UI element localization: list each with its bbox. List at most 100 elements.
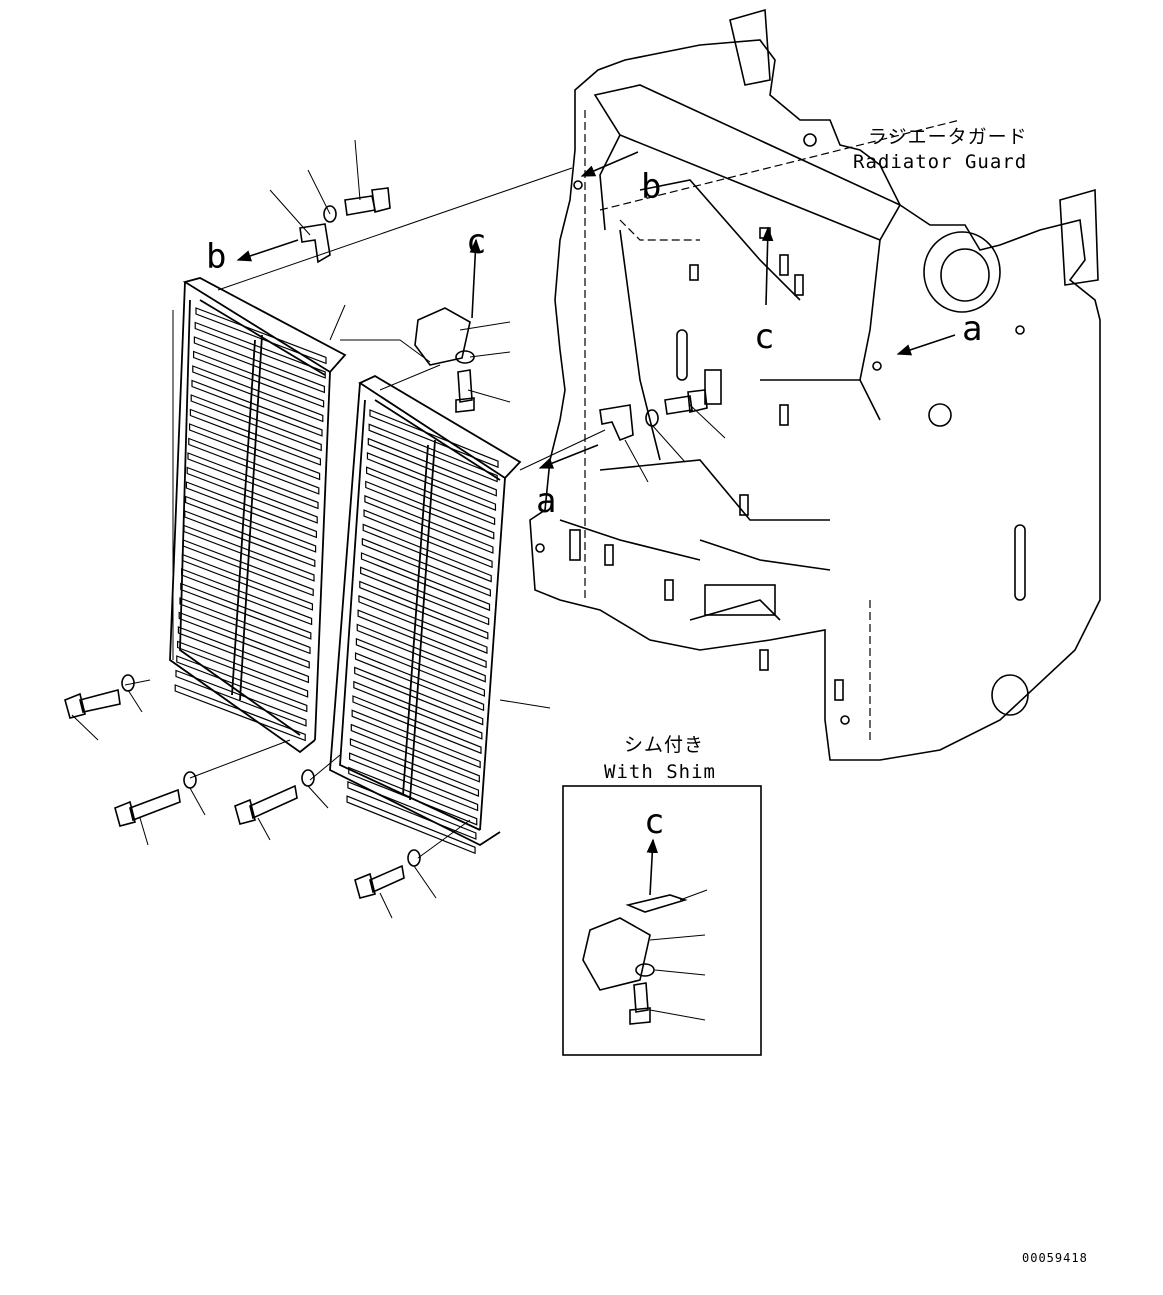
arrow-c-frame bbox=[761, 226, 774, 306]
arrow-c-part bbox=[469, 238, 482, 319]
grille-slat bbox=[194, 321, 326, 379]
grille-slat bbox=[354, 666, 484, 726]
bracket-c bbox=[414, 307, 471, 366]
grille-slat bbox=[361, 537, 491, 597]
arrow-c-inset bbox=[646, 838, 659, 896]
inset-title-japanese: シム付き bbox=[624, 734, 704, 756]
leader-lines bbox=[71, 139, 726, 919]
grille-slat bbox=[193, 350, 325, 408]
washer-lower-1 bbox=[121, 674, 135, 692]
grille-slat bbox=[360, 552, 491, 612]
label-a-part: a bbox=[536, 481, 556, 521]
grille-slat bbox=[352, 695, 482, 755]
grille-slat bbox=[176, 655, 308, 713]
inset-border bbox=[562, 785, 762, 1056]
inset-parts bbox=[582, 894, 688, 1025]
label-b-frame: b bbox=[641, 167, 661, 207]
document-number: 00059418 bbox=[1022, 1251, 1088, 1265]
grille-slat bbox=[365, 480, 495, 540]
label-c-part: c bbox=[466, 222, 486, 262]
washer-a bbox=[645, 409, 659, 427]
grille-slat bbox=[185, 495, 317, 553]
inset-bolt bbox=[629, 982, 651, 1025]
inset-leaders bbox=[649, 889, 708, 1021]
grille-slat bbox=[363, 509, 493, 569]
grille-slat bbox=[179, 597, 311, 655]
arrow-b-part bbox=[236, 239, 299, 262]
bolt-lower-4 bbox=[354, 864, 405, 899]
grille-slat bbox=[347, 780, 477, 840]
grille-slat bbox=[351, 709, 481, 769]
grille-slat bbox=[366, 452, 497, 511]
grille-slat bbox=[369, 409, 499, 469]
grille-slat bbox=[187, 452, 319, 510]
grille-slat bbox=[354, 652, 485, 712]
bracket-a bbox=[599, 404, 634, 442]
grille-right bbox=[329, 374, 522, 855]
bolt-lower-1 bbox=[64, 688, 121, 719]
hardware bbox=[64, 187, 708, 899]
grille-slat bbox=[357, 609, 487, 669]
inset-washer bbox=[635, 963, 655, 977]
grille-slat bbox=[182, 539, 314, 597]
grille-right-slats bbox=[346, 409, 499, 855]
grille-slat bbox=[174, 684, 306, 742]
grille-slat bbox=[186, 466, 318, 524]
grille-slat bbox=[178, 611, 310, 669]
grille-slat bbox=[355, 637, 485, 697]
bolt-a bbox=[664, 389, 708, 415]
title-japanese: ラジエータガード bbox=[868, 126, 1028, 148]
grille-slat bbox=[188, 437, 320, 495]
plate-b bbox=[299, 223, 331, 264]
grille-slat bbox=[364, 494, 494, 554]
view-arrows bbox=[236, 151, 956, 896]
grille-slat bbox=[190, 394, 322, 452]
grille-slat bbox=[183, 524, 315, 582]
arrow-a-part bbox=[538, 444, 599, 469]
machine-frame bbox=[529, 8, 1101, 761]
grille-slat bbox=[189, 423, 321, 481]
grille-slat bbox=[367, 437, 497, 497]
grille-slat bbox=[360, 566, 490, 626]
inset-title-english: With Shim bbox=[604, 761, 716, 783]
grille-left-slats bbox=[174, 307, 327, 742]
grille-slat bbox=[180, 582, 312, 640]
inset-bracket bbox=[582, 917, 651, 991]
grille-slat bbox=[349, 752, 479, 812]
grille-slat bbox=[192, 365, 324, 423]
grille-slat bbox=[348, 766, 478, 826]
grille-slat bbox=[350, 723, 480, 783]
grille-slat bbox=[193, 336, 325, 394]
arrow-a-frame bbox=[896, 334, 956, 356]
label-a-frame: a bbox=[962, 309, 982, 349]
grille-slat bbox=[353, 680, 483, 740]
arrow-b-frame bbox=[580, 151, 639, 177]
grille-slat bbox=[346, 795, 476, 855]
grille-slat bbox=[366, 466, 496, 526]
grille-slat bbox=[368, 423, 498, 483]
label-b-part: b bbox=[206, 237, 226, 277]
grille-slat bbox=[189, 408, 321, 466]
washer-top bbox=[323, 205, 337, 223]
label-c-inset: c bbox=[644, 802, 664, 842]
bolt-lower-3 bbox=[234, 784, 298, 825]
grille-slat bbox=[177, 626, 309, 684]
frame-hidden-lines bbox=[584, 110, 961, 740]
shim bbox=[625, 894, 688, 913]
bolt-c bbox=[455, 369, 475, 413]
grille-slat bbox=[358, 595, 488, 654]
grille-slat bbox=[181, 568, 313, 626]
grille-slat bbox=[184, 510, 316, 568]
grille-slat bbox=[191, 379, 323, 437]
grille-left bbox=[169, 277, 347, 754]
bolt-lower-2 bbox=[114, 788, 181, 827]
grille-slat bbox=[185, 481, 317, 539]
grille-slat bbox=[181, 553, 313, 611]
bolt-top bbox=[344, 187, 391, 216]
grille-slat bbox=[177, 640, 309, 698]
alignment-lines bbox=[124, 167, 606, 859]
label-c-frame: c bbox=[754, 317, 774, 357]
grille-slat bbox=[362, 523, 492, 583]
